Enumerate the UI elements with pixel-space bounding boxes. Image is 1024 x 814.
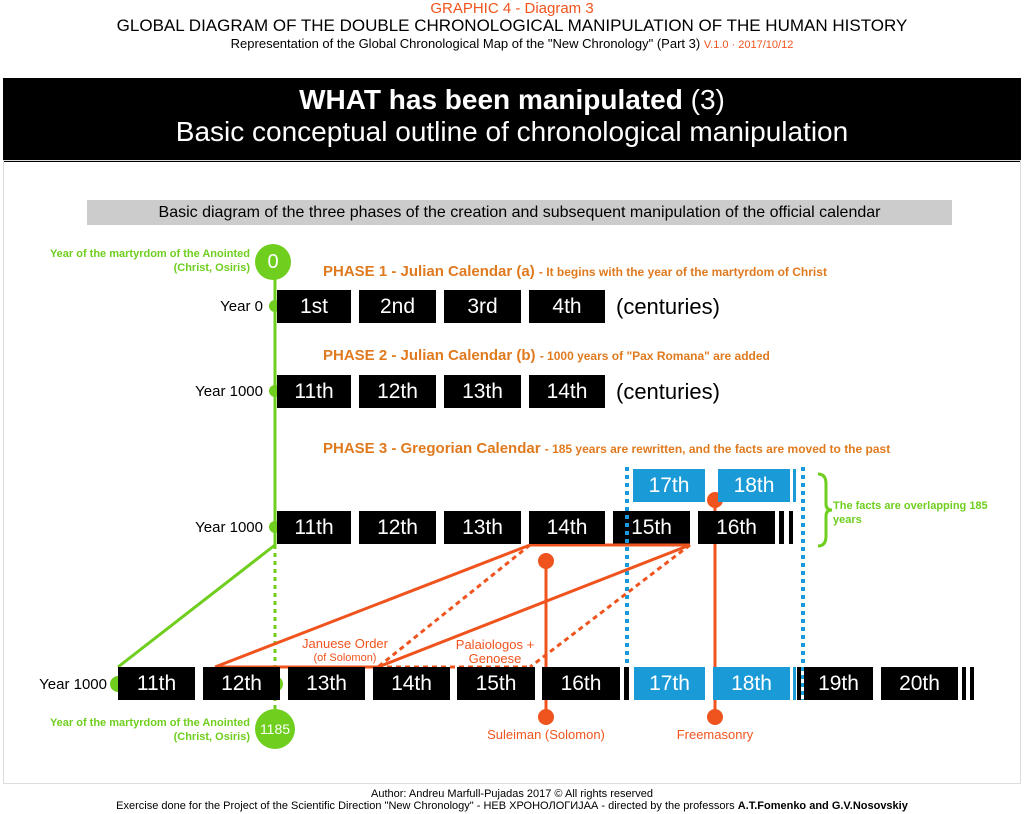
end-bar [624,667,629,700]
final-year: Year 1000 [39,676,107,693]
subtitle-text: Representation of the Global Chronologic… [230,36,701,51]
bottom-circle: 1185 [255,709,295,749]
green-diagonal [117,543,276,669]
phase1-year: Year 0 [220,298,263,315]
end-bar [789,511,793,544]
century-box: 20th [881,667,958,700]
century-box: 13th [444,375,521,408]
century-box: 11th [277,511,351,544]
subtitle: Representation of the Global Chronologic… [0,36,1024,51]
century-box: 12th [359,511,436,544]
end-bar [962,667,966,700]
century-box: 1st [277,290,351,323]
palaiologos-label: Palaiologos +Genoese [455,637,535,666]
phase3-title: PHASE 3 - Gregorian Calendar - 185 years… [323,440,891,457]
phase2-title: PHASE 2 - Julian Calendar (b) - 1000 yea… [323,347,770,364]
bottom-label: Year of the martyrdom of the Anointed (C… [49,717,250,743]
phase2-year: Year 1000 [195,383,263,400]
diagram-frame [3,160,1021,784]
phase1-title: PHASE 1 - Julian Calendar (a) - It begin… [323,263,827,280]
end-bar [779,511,784,544]
top-circle: 0 [255,244,291,280]
century-box: 11th [277,375,351,408]
century-box: 11th [118,667,195,700]
century-box: 19th [804,667,873,700]
century-box-blue: 17th [633,469,705,502]
century-box: 12th [203,667,280,700]
century-box-blue: 18th [713,667,790,700]
end-bar [970,667,974,700]
footer-exercise: Exercise done for the Project of the Sci… [116,800,908,812]
section-title: Basic diagram of the three phases of the… [87,200,952,225]
century-box: 14th [529,511,605,544]
century-box: 15th [457,667,535,700]
phase3-year: Year 1000 [195,519,263,536]
main-title: GLOBAL DIAGRAM OF THE DOUBLE CHRONOLOGIC… [116,16,908,35]
century-box: 16th [542,667,620,700]
freemasonry-label: Freemasonry [676,727,754,742]
century-box: 2nd [359,290,436,323]
century-box-blue: 18th [718,469,790,502]
century-box: 3rd [444,290,521,323]
version: V.1.0 · 2017/10/12 [703,39,794,51]
graphic-label: GRAPHIC 4 - Diagram 3 [430,0,594,17]
januese-label: Januese Order(of Solomon) [302,636,388,665]
blue-bar [793,469,796,502]
overlap-label: The facts are overlapping 185 years [833,500,988,526]
unit-label: (centuries) [616,379,720,404]
footer-author: Author: Andreu Marfull-Pujadas 2017 © Al… [370,788,654,800]
banner: WHAT has been manipulated (3) Basic conc… [3,78,1021,162]
century-box: 15th [613,511,690,544]
century-box: 12th [359,375,436,408]
century-box-blue: 17th [634,667,705,700]
banner-title: WHAT has been manipulated [299,84,683,115]
century-box: 13th [288,667,365,700]
overlap-brace [817,472,833,548]
unit-label: (centuries) [616,294,720,319]
banner-number: (3) [690,84,725,115]
blue-bar [793,667,796,700]
century-box: 14th [373,667,450,700]
century-box: 16th [698,511,775,544]
top-label: Year of the martyrdom of the Anointed (C… [49,248,250,274]
century-box: 4th [529,290,605,323]
banner-subtitle: Basic conceptual outline of chronologica… [175,116,849,147]
century-box: 13th [444,511,521,544]
suleiman-label: Suleiman (Solomon) [487,727,605,742]
end-bar [797,667,801,700]
century-box: 14th [529,375,605,408]
